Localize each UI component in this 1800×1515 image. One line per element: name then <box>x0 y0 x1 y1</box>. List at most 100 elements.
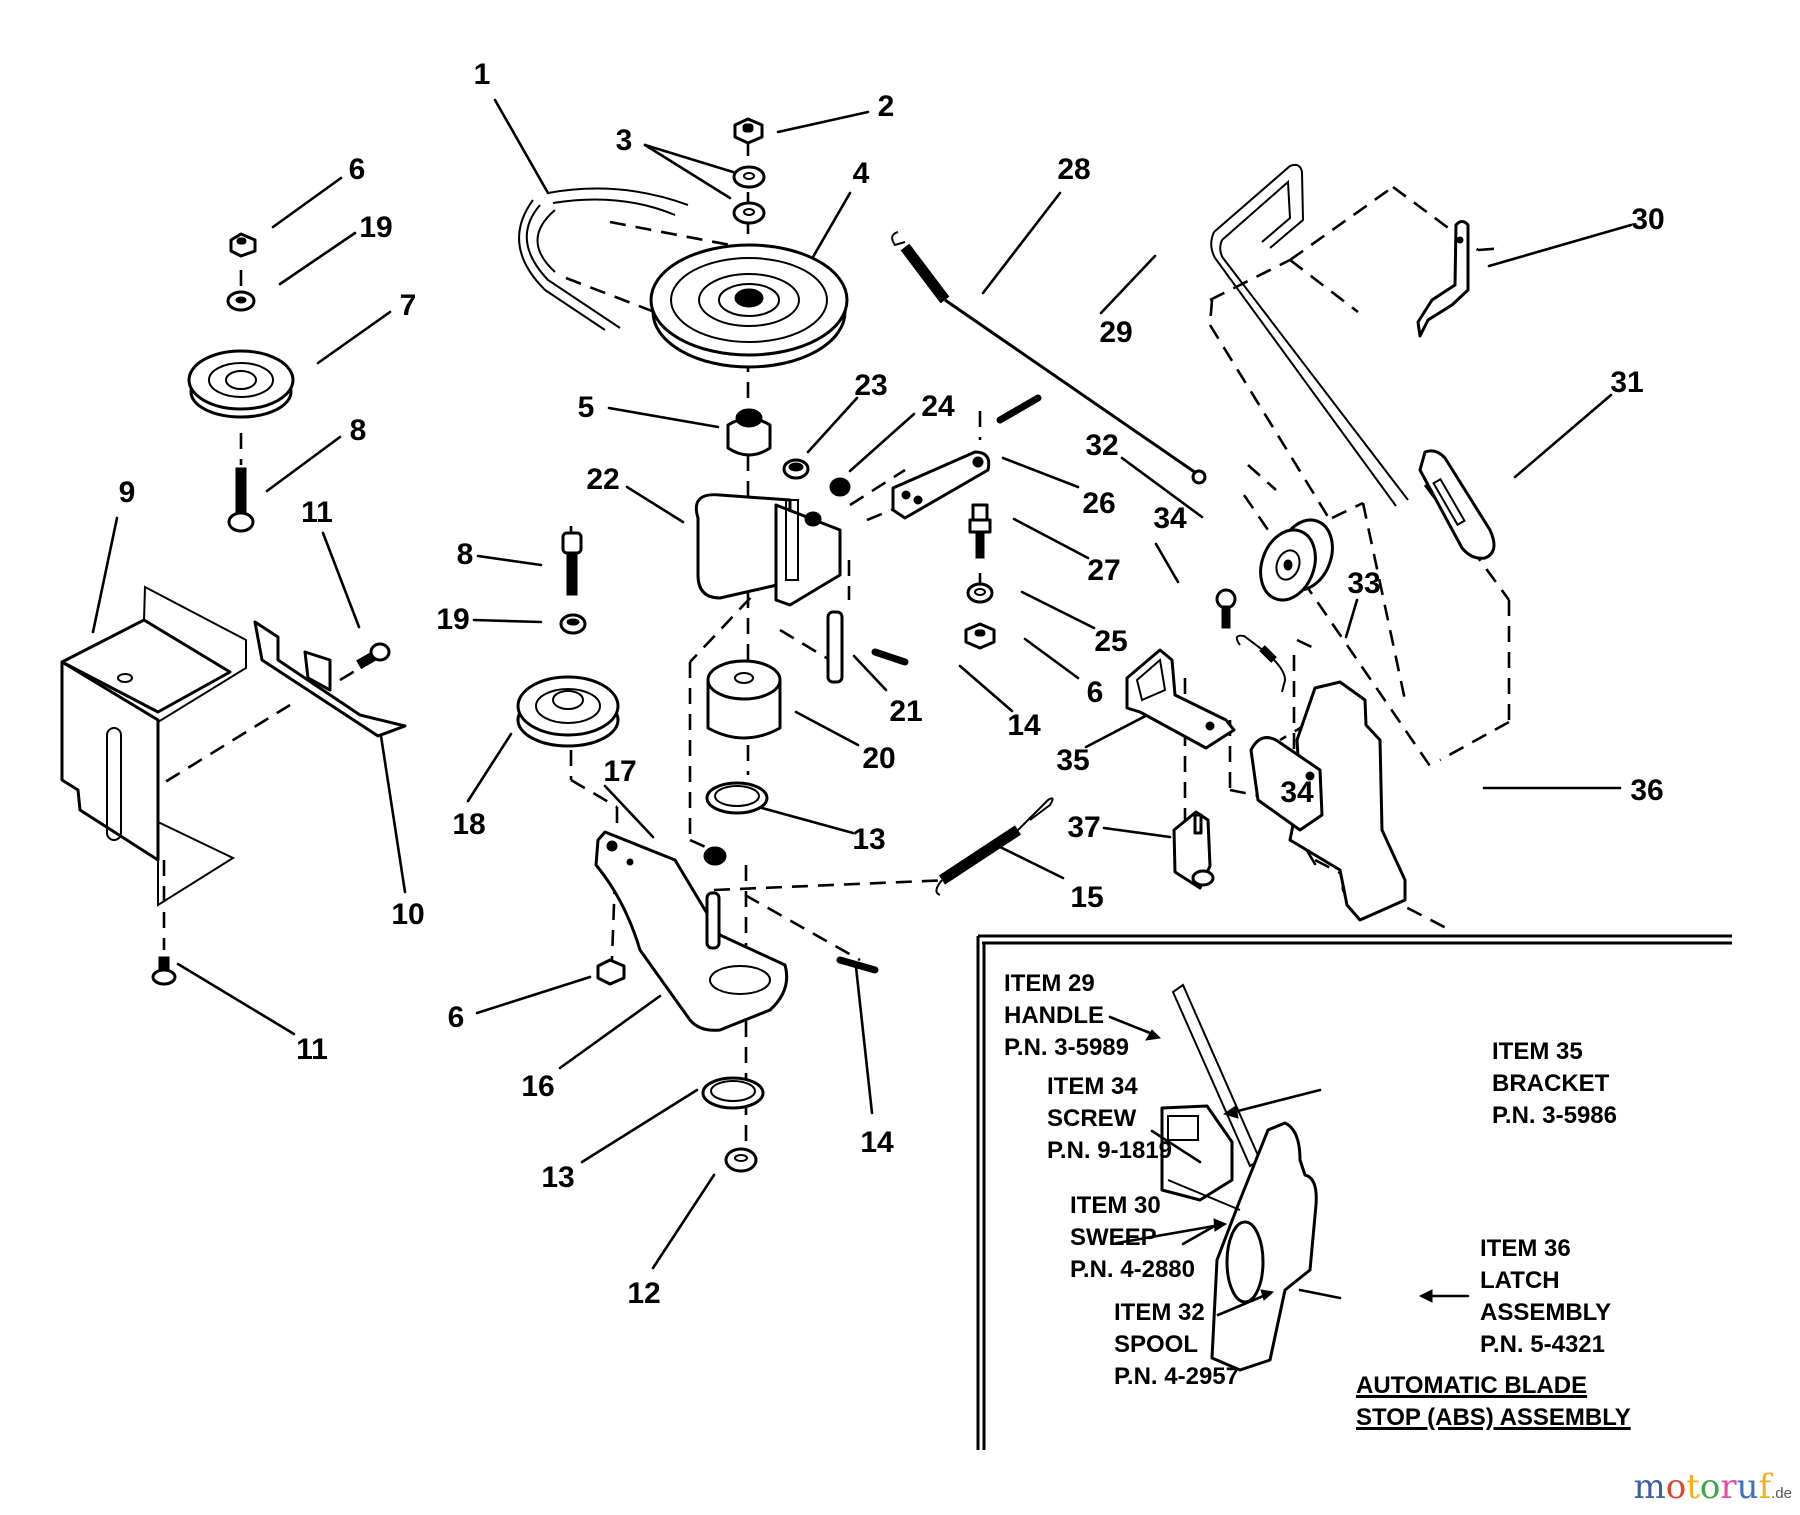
watermark-logo: motoruf.de <box>1633 1467 1792 1507</box>
callout-label-c1: 1 <box>473 58 491 91</box>
inset-item-name: SWEEP <box>1070 1224 1157 1251</box>
inset-item-pn: P.N. 4-2880 <box>1070 1256 1195 1283</box>
callout-label-c16: 16 <box>521 1070 555 1103</box>
callout-label-c7: 7 <box>399 289 417 322</box>
callout-label-c13a: 13 <box>852 823 886 856</box>
sweep-part-30 <box>1416 220 1470 338</box>
callout-label-c37: 37 <box>1067 811 1101 844</box>
callout-label-c6a: 6 <box>348 153 366 186</box>
cotter-pin-part-14a <box>871 648 909 666</box>
inset-item-name: LATCH <box>1480 1267 1560 1294</box>
spacer-part-20 <box>706 659 782 740</box>
callout-label-c2: 2 <box>877 90 895 123</box>
callout-label-c32: 32 <box>1085 429 1119 462</box>
callout-label-c33: 33 <box>1347 567 1381 600</box>
spool-part-32 <box>1259 518 1334 602</box>
pulley-part-7 <box>187 349 295 419</box>
ring-part-13b <box>701 1076 765 1110</box>
cable-part-28 <box>891 231 1207 485</box>
inset-item-number: ITEM 32 <box>1114 1299 1205 1326</box>
inset-label-spool: ITEM 32 SPOOL P.N. 4-2957 <box>1114 1297 1239 1393</box>
callout-label-c21: 21 <box>889 695 923 728</box>
switch-part-37 <box>1172 810 1215 890</box>
handle-part-29 <box>1210 163 1409 507</box>
pin-part-21 <box>826 610 844 684</box>
inset-leader-lines <box>1108 1015 1470 1317</box>
belt-part-1 <box>518 187 689 331</box>
callout-label-c19b: 19 <box>436 603 470 636</box>
watermark-text: motoruf <box>1633 1467 1771 1507</box>
callout-label-c11b: 11 <box>296 1033 328 1066</box>
callout-label-c14b: 14 <box>860 1126 894 1159</box>
callout-label-c19a: 19 <box>359 211 393 244</box>
pulley-part-4 <box>649 243 849 369</box>
nut-part-6c <box>964 622 996 650</box>
watermark-suffix: .de <box>1771 1485 1792 1502</box>
inset-item-pn: P.N. 3-5989 <box>1004 1034 1129 1061</box>
grip-part-31 <box>1418 449 1496 560</box>
callout-label-c17: 17 <box>603 755 637 788</box>
callout-label-c4: 4 <box>852 157 870 190</box>
callout-label-c9: 9 <box>118 476 136 509</box>
inset-item-number: ITEM 34 <box>1047 1073 1138 1100</box>
inset-label-bracket: ITEM 35 BRACKET P.N. 3-5986 <box>1492 1036 1617 1132</box>
callout-label-c12: 12 <box>627 1277 661 1310</box>
assembly-lines <box>143 140 1511 1160</box>
callout-label-c8a: 8 <box>349 414 367 447</box>
inset-label-handle: ITEM 29 HANDLE P.N. 3-5989 <box>1004 968 1129 1064</box>
callout-label-c22: 22 <box>586 463 620 496</box>
cap-part-24 <box>829 477 851 497</box>
callout-label-c20: 20 <box>862 742 896 775</box>
watermark-letter: u <box>1736 1467 1759 1507</box>
inset-item-name: SCREW <box>1047 1105 1137 1132</box>
callout-label-c10: 10 <box>391 898 425 931</box>
inset-item-pn: P.N. 3-5986 <box>1492 1102 1617 1129</box>
cotter-pin-part-14b <box>836 956 879 974</box>
bolt-part-8a <box>227 467 255 533</box>
callout-label-c8b: 8 <box>456 538 474 571</box>
spring-part-33 <box>1235 634 1286 693</box>
washer-part-19a <box>226 290 256 312</box>
callout-label-c18: 18 <box>452 808 486 841</box>
watermark-letter: o <box>1665 1467 1687 1507</box>
bushing-part-23 <box>782 458 810 480</box>
callout-label-c26: 26 <box>1082 487 1116 520</box>
callout-label-c31: 31 <box>1610 366 1644 399</box>
callout-label-c6b: 6 <box>447 1001 465 1034</box>
watermark-letter: o <box>1699 1467 1721 1507</box>
washer-part-19b <box>559 613 587 635</box>
callout-label-c34b: 34 <box>1280 776 1314 809</box>
inset-frame <box>976 934 1732 1450</box>
spring-part-15 <box>935 797 1054 896</box>
callout-label-c34a: 34 <box>1153 502 1187 535</box>
bolt-part-8b <box>561 531 583 596</box>
callout-label-c13b: 13 <box>541 1161 575 1194</box>
leader-lines <box>91 98 1633 1270</box>
nut-part-6a <box>229 232 257 258</box>
inset-label-latch: ITEM 36 LATCH ASSEMBLY P.N. 5-4321 <box>1480 1233 1611 1361</box>
callout-label-c23: 23 <box>854 369 888 402</box>
inset-label-sweep: ITEM 30 SWEEP P.N. 4-2880 <box>1070 1190 1195 1286</box>
nut-part-6b <box>596 958 626 986</box>
callout-label-c5: 5 <box>577 391 595 424</box>
inset-item-pn: P.N. 4-2957 <box>1114 1363 1239 1390</box>
bushing-part-5 <box>726 408 772 457</box>
callout-label-c11a: 11 <box>301 496 333 529</box>
washer-part-25 <box>966 582 994 604</box>
inset-item-name: BRACKET <box>1492 1070 1610 1097</box>
inset-item-name2: ASSEMBLY <box>1480 1299 1612 1326</box>
washer-part-3 <box>732 165 766 225</box>
callout-label-c24: 24 <box>921 390 955 423</box>
plate-part-26 <box>891 450 991 520</box>
nut-part-2 <box>733 117 764 145</box>
callout-label-c30: 30 <box>1631 203 1665 236</box>
bracket-part-35 <box>1125 648 1236 750</box>
watermark-letter: t <box>1686 1467 1700 1507</box>
screw-part-11a <box>356 642 391 670</box>
inset-illustration <box>1160 983 1318 1372</box>
callout-label-c28: 28 <box>1057 153 1091 186</box>
callout-label-c36: 36 <box>1630 774 1664 807</box>
screw-part-11b <box>151 956 177 986</box>
callout-label-c25: 25 <box>1094 625 1128 658</box>
